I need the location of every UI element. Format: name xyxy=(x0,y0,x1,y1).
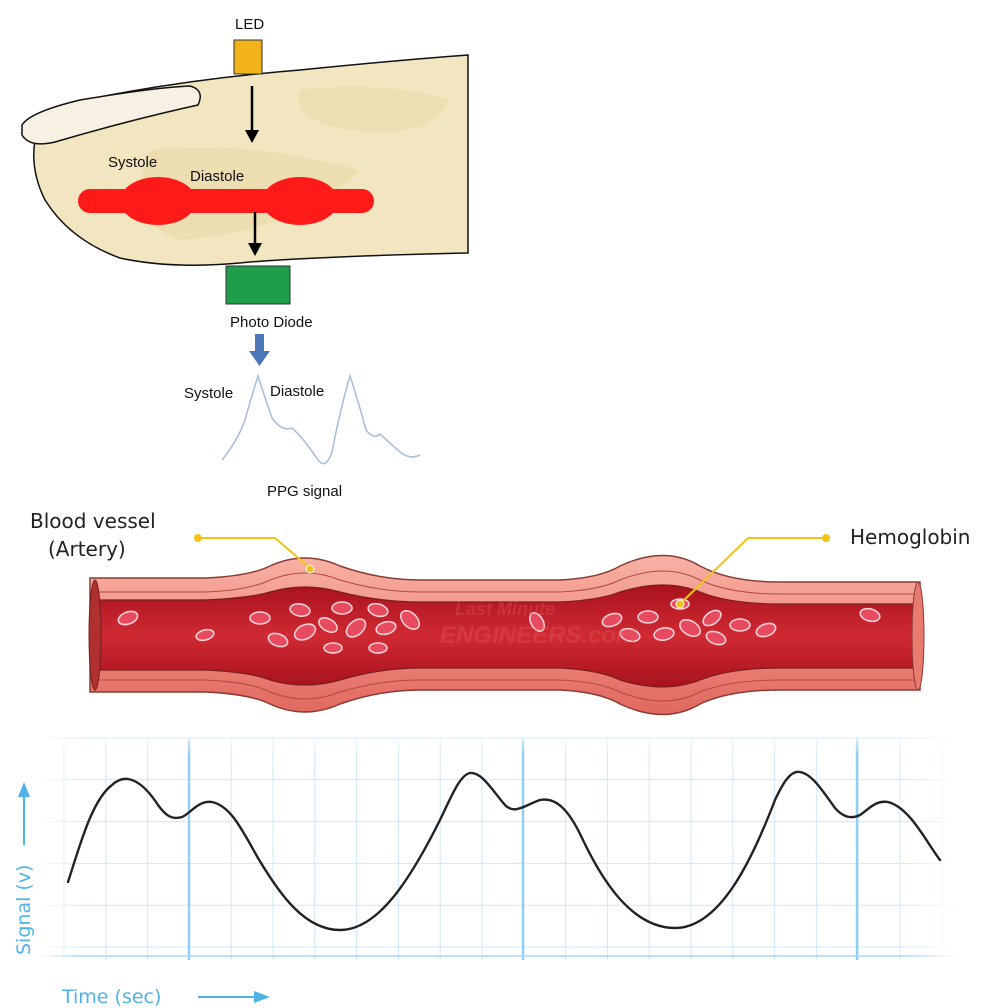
signal-waveform xyxy=(68,772,940,930)
x-axis-label: Time (sec) xyxy=(61,986,161,1008)
systole-label: Systole xyxy=(108,154,157,171)
x-axis: Time (sec) xyxy=(61,986,270,1008)
arrow-down-icon xyxy=(249,351,270,366)
ppg-signal-label: PPG signal xyxy=(267,483,342,500)
arrow-right-icon xyxy=(254,991,270,1003)
hemoglobin-label: Hemoglobin xyxy=(850,525,970,549)
arrow-up-icon xyxy=(18,782,30,797)
watermark-line1: Last Minute xyxy=(455,599,555,619)
diastole-label: Diastole xyxy=(190,168,244,185)
led-label: LED xyxy=(235,16,264,33)
y-axis-label: Signal (v) xyxy=(13,865,35,955)
watermark-line2: ENGINEERS.com xyxy=(440,622,637,649)
y-axis: Signal (v) xyxy=(13,782,35,955)
photodiode-sensor xyxy=(226,266,290,304)
artery-diagram: Last Minute ENGINEERS.com Blood vessel (… xyxy=(30,509,970,715)
vessel-label-line2: (Artery) xyxy=(48,537,126,561)
ppg-diastole-label: Diastole xyxy=(270,383,324,400)
signal-chart: Signal (v) Time (sec) xyxy=(13,730,960,1008)
finger-diagram: LED Systole Diastole Photo Diode xyxy=(22,16,468,366)
vessel-label-line1: Blood vessel xyxy=(30,509,156,533)
ppg-small-signal: Systole Diastole PPG signal xyxy=(184,376,420,500)
photodiode-label: Photo Diode xyxy=(230,314,313,331)
led-emitter xyxy=(234,40,262,74)
ppg-systole-label: Systole xyxy=(184,385,233,402)
chart-grid xyxy=(40,738,960,960)
